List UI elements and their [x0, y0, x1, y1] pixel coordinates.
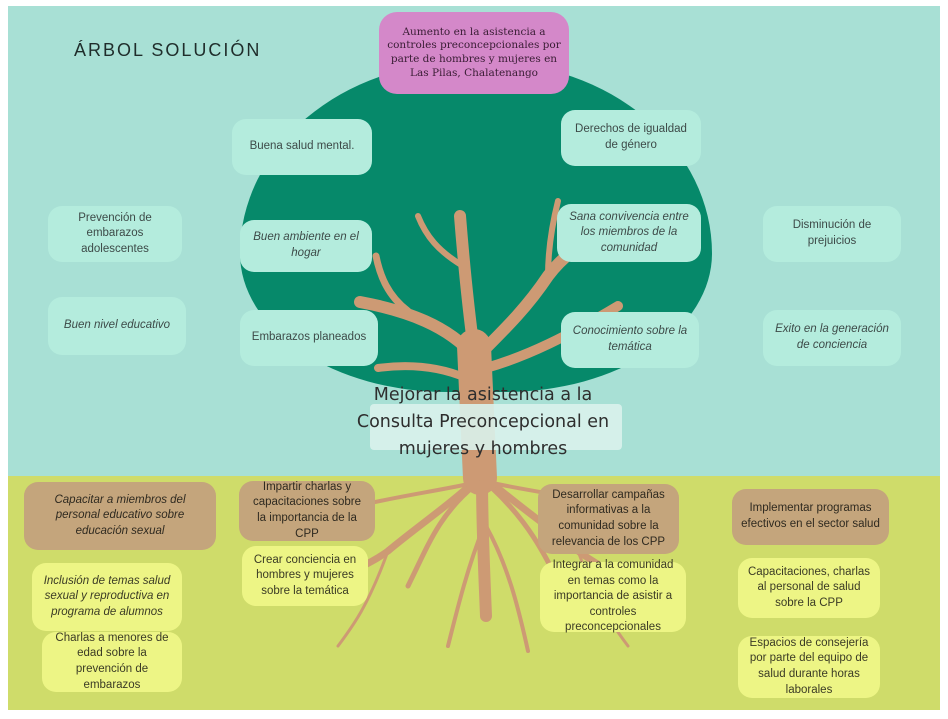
means-programs: Implementar programas efectivos en el se…	[732, 489, 889, 545]
means-minors-talks: Charlas a menores de edad sobre la preve…	[42, 632, 182, 692]
means-curriculum: Inclusión de temas salud sexual y reprod…	[32, 563, 182, 631]
effect-teen-pregnancy: Prevención de embarazos adolescentes	[48, 206, 182, 262]
means-integrate-community: Integrar a la comunidad en temas como la…	[540, 559, 686, 633]
effect-home-environment: Buen ambiente en el hogar	[240, 220, 372, 272]
effect-education-level: Buen nivel educativo	[48, 297, 186, 355]
means-train-staff: Capacitar a miembros del personal educat…	[24, 482, 216, 550]
means-health-staff-training: Capacitaciones, charlas al personal de s…	[738, 558, 880, 618]
center-problem-highlight	[370, 404, 622, 450]
effect-coexistence: Sana convivencia entre los miembros de l…	[557, 204, 701, 262]
means-awareness-men-women: Crear conciencia en hombres y mujeres so…	[242, 546, 368, 606]
center-problem: Mejorar la asistencia a la Consulta Prec…	[356, 385, 610, 460]
means-talks: Impartir charlas y capacitaciones sobre …	[239, 481, 375, 541]
effect-planned-pregnancy: Embarazos planeados	[240, 310, 378, 366]
solution-tree-diagram: ÁRBOL SOLUCIÓN Aumento en la asistencia …	[8, 6, 940, 710]
means-campaigns: Desarrollar campañas informativas a la c…	[538, 484, 679, 554]
effect-knowledge: Conocimiento sobre la temática	[561, 312, 699, 368]
effect-awareness: Exito en la generación de conciencia	[763, 310, 901, 366]
effect-gender-rights: Derechos de igualdad de género	[561, 110, 701, 166]
means-counseling: Espacios de consejería por parte del equ…	[738, 636, 880, 698]
effect-mental-health: Buena salud mental.	[232, 119, 372, 175]
effect-prejudice: Disminución de prejuicios	[763, 206, 901, 262]
page-title: ÁRBOL SOLUCIÓN	[74, 40, 262, 60]
goal-box: Aumento en la asistencia a controles pre…	[379, 12, 569, 94]
